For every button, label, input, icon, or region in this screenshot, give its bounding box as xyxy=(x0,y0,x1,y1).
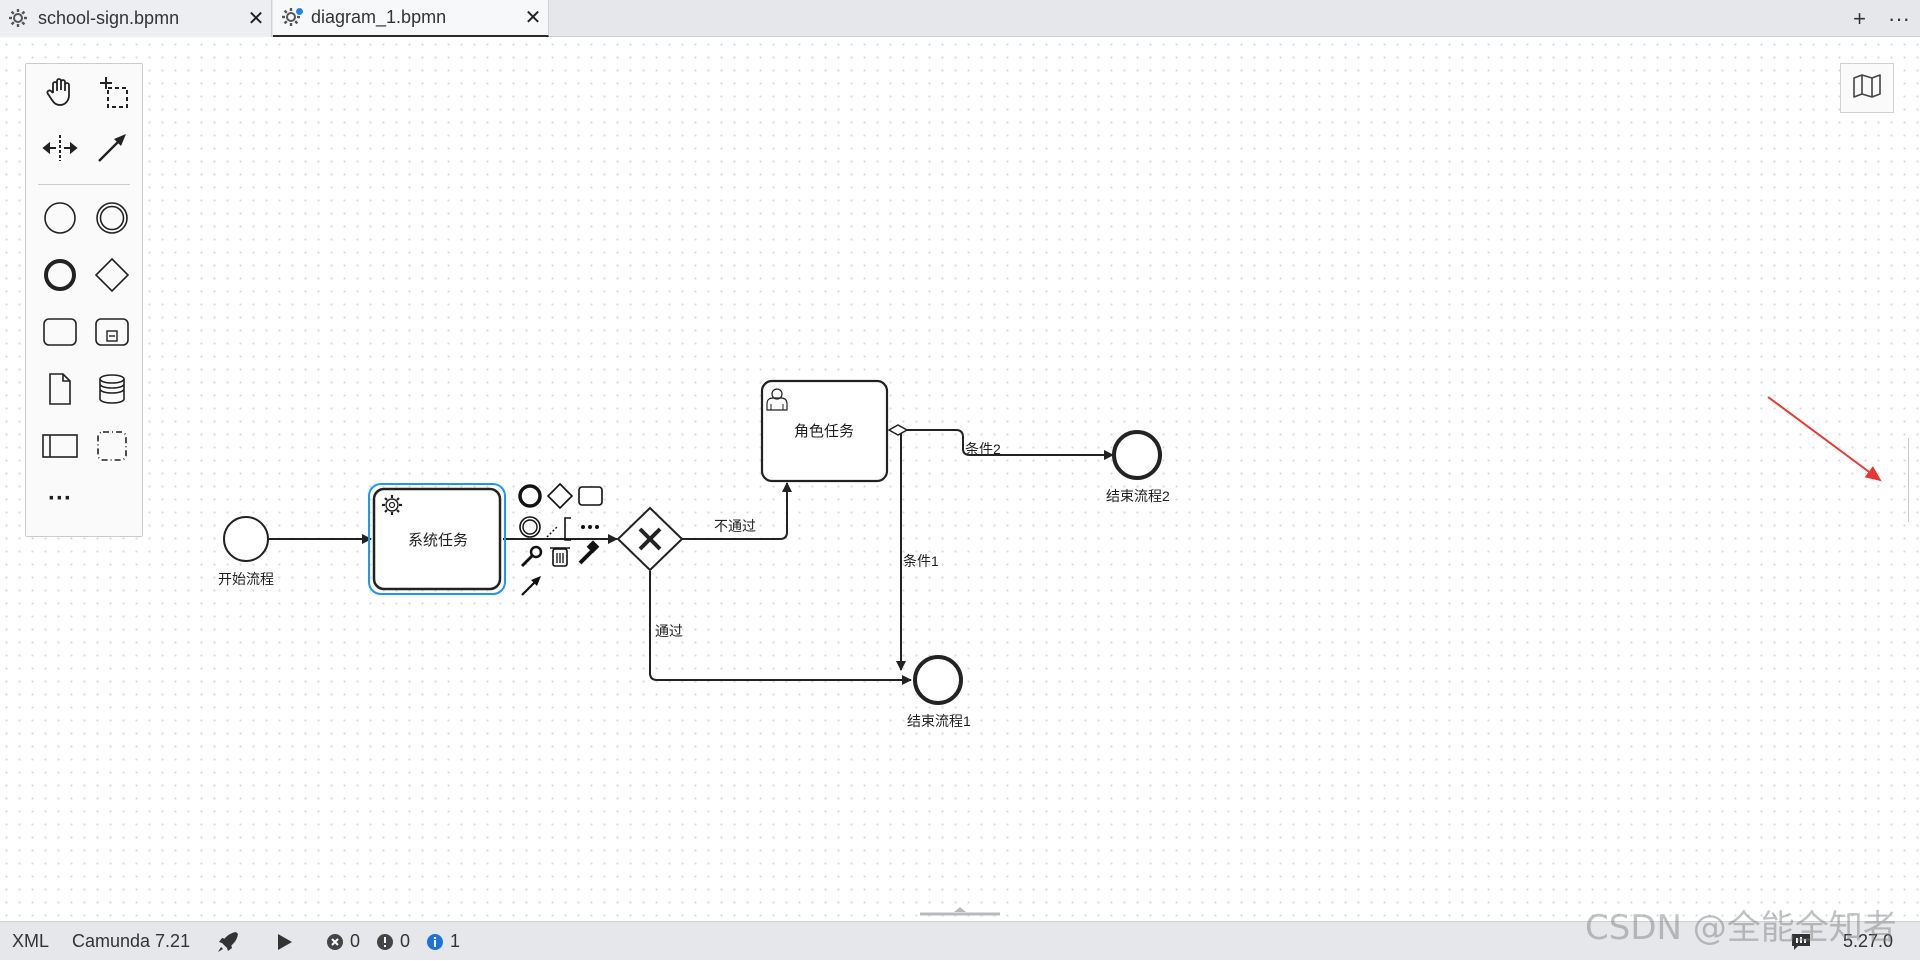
close-icon[interactable]: ✕ xyxy=(247,8,265,30)
end-event-1[interactable] xyxy=(913,655,963,705)
palette-divider xyxy=(38,184,130,185)
connect-arrow-icon[interactable] xyxy=(521,576,541,596)
flow-label-cond2[interactable]: 条件2 xyxy=(965,441,1001,457)
end-event-2[interactable] xyxy=(1112,430,1162,480)
service-task-label: 系统任务 xyxy=(408,532,469,549)
tab-label: diagram_1.bpmn xyxy=(311,7,447,27)
end-event-icon[interactable] xyxy=(40,255,80,295)
service-task[interactable] xyxy=(372,487,502,591)
more-options-icon[interactable] xyxy=(581,525,585,529)
end-event-1-label: 结束流程1 xyxy=(907,713,971,729)
properties-panel-handle[interactable] xyxy=(1908,438,1920,522)
selection-outline xyxy=(368,483,506,595)
flow-label-pass[interactable]: 通过 xyxy=(655,623,683,639)
xml-button[interactable]: XML xyxy=(12,931,50,951)
append-end-event-icon[interactable] xyxy=(518,484,542,508)
add-tab-button[interactable]: + xyxy=(1853,5,1867,31)
gateway-icon[interactable] xyxy=(92,255,132,295)
service-task-gear-icon xyxy=(382,495,402,515)
tab-diagram-1[interactable]: diagram_1.bpmn ✕ xyxy=(273,0,549,37)
more-options-button[interactable]: ··· xyxy=(1888,5,1910,31)
gear-icon xyxy=(8,8,30,30)
task-icon[interactable] xyxy=(40,312,80,352)
tab-bar: school-sign.bpmn ✕ diagram_1.bpmn ✕ + ··… xyxy=(0,0,1920,37)
paint-brush-icon[interactable] xyxy=(578,540,600,565)
user-task-label: 角色任务 xyxy=(794,423,855,440)
status-bar: XML Camunda 7.21 0 0 1 5.27.0 xyxy=(0,921,1920,960)
sequence-flow-reject[interactable] xyxy=(682,482,792,540)
tool-palette: ··· xyxy=(25,63,143,537)
start-event-label: 开始流程 xyxy=(218,571,274,587)
conditional-flow-marker xyxy=(887,424,909,436)
data-object-icon[interactable] xyxy=(40,369,80,409)
app-version: 5.27.0 xyxy=(1843,931,1894,951)
run-play-icon[interactable] xyxy=(276,922,294,961)
diagram-canvas[interactable] xyxy=(0,38,1920,921)
start-event-icon[interactable] xyxy=(40,198,80,238)
tab-label: school-sign.bpmn xyxy=(38,8,180,28)
user-icon xyxy=(766,388,788,411)
problems-summary[interactable]: 0 0 1 xyxy=(326,922,460,961)
intermediate-event-icon[interactable] xyxy=(92,198,132,238)
info-icon xyxy=(427,933,444,950)
unsaved-dot-icon xyxy=(295,6,304,16)
participant-icon[interactable] xyxy=(40,426,80,466)
gear-icon xyxy=(281,6,304,29)
gateway-x-icon xyxy=(638,527,662,551)
end-event-2-label: 结束流程2 xyxy=(1106,488,1170,504)
hand-tool-icon[interactable] xyxy=(40,72,80,112)
group-icon[interactable] xyxy=(92,426,132,466)
append-gateway-icon[interactable] xyxy=(546,482,574,510)
lasso-tool-icon[interactable] xyxy=(92,72,132,112)
text-annotation-icon[interactable] xyxy=(546,525,559,538)
tab-school-sign[interactable]: school-sign.bpmn ✕ xyxy=(0,0,272,37)
feedback-icon[interactable] xyxy=(1790,922,1812,961)
error-count: 0 xyxy=(350,931,361,951)
append-task-icon[interactable] xyxy=(578,486,603,506)
flow-label-cond1[interactable]: 条件1 xyxy=(903,553,939,569)
start-event[interactable] xyxy=(223,516,269,562)
warning-count: 0 xyxy=(400,931,411,951)
sequence-flow-cond2[interactable] xyxy=(898,429,1114,460)
close-icon[interactable]: ✕ xyxy=(524,7,542,29)
watermark: CSDN @全能全知者 xyxy=(1585,908,1897,948)
space-tool-icon[interactable] xyxy=(40,128,80,168)
connect-tool-icon[interactable] xyxy=(92,128,132,168)
sequence-flow-pass[interactable] xyxy=(649,571,912,685)
error-icon xyxy=(327,933,343,950)
delete-icon[interactable] xyxy=(550,547,570,567)
subprocess-icon[interactable] xyxy=(92,312,132,352)
engine-version-button[interactable]: Camunda 7.21 xyxy=(72,931,191,951)
info-count: 1 xyxy=(450,931,461,951)
red-annotation-arrow xyxy=(1767,396,1882,482)
minimap-toggle-button[interactable] xyxy=(1840,63,1894,113)
warning-icon xyxy=(377,933,394,950)
deploy-rocket-icon[interactable] xyxy=(216,922,240,961)
more-shapes-button[interactable]: ··· xyxy=(48,485,72,512)
user-task[interactable] xyxy=(760,379,889,483)
data-store-icon[interactable] xyxy=(92,369,132,409)
context-pad xyxy=(518,482,603,596)
wrench-icon[interactable] xyxy=(520,545,543,568)
map-icon xyxy=(1852,73,1882,104)
flow-label-reject[interactable]: 不通过 xyxy=(714,518,756,534)
